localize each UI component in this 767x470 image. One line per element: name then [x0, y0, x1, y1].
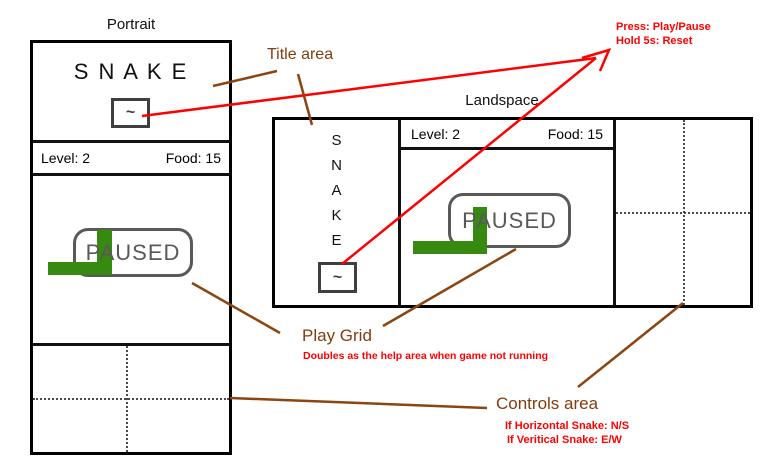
portrait-controls-area — [33, 346, 229, 452]
landscape-play-grid: PAUSED — [401, 153, 613, 305]
landscape-controls-area — [613, 120, 750, 305]
landscape-game-title: S N A K E — [275, 132, 398, 249]
portrait-status-bar: Level: 2 Food: 15 — [33, 143, 229, 173]
portrait-device-frame: S N A K E ~ Level: 2 Food: 15 PAUSED — [30, 40, 232, 455]
portrait-divider-2 — [33, 173, 229, 176]
portrait-power-button-icon: ~ — [111, 98, 150, 128]
portrait-food-value: Food: 15 — [165, 150, 221, 166]
landscape-controls-horizontal-dotted-line — [616, 212, 750, 214]
tilde-symbol: ~ — [125, 104, 136, 121]
brown-line-controls-to-landscape — [577, 302, 684, 388]
landscape-middle-column: Level: 2 Food: 15 PAUSED — [401, 120, 613, 305]
portrait-divider-1 — [33, 140, 229, 143]
portrait-level-value: Level: 2 — [41, 150, 91, 166]
portrait-play-grid: PAUSED — [33, 176, 229, 343]
letter-a: A — [331, 182, 342, 199]
title-area-annotation: Title area — [267, 46, 334, 63]
power-button-note-line2: Hold 5s: Reset — [616, 35, 693, 47]
portrait-paused-label: PAUSED — [85, 239, 181, 265]
letter-k: K — [331, 207, 342, 224]
brown-line-controls-to-portrait — [229, 396, 488, 410]
controls-area-note-line1: If Horizontal Snake: N/S — [505, 420, 630, 432]
landscape-food-value: Food: 15 — [547, 125, 603, 142]
controls-area-note-line2: If Veritical Snake: E/W — [507, 434, 622, 446]
power-button-note-line1: Press: Play/Pause — [616, 21, 711, 33]
landscape-label: Landspace — [465, 92, 539, 109]
portrait-label: Portrait — [106, 16, 156, 33]
power-button-note: Press: Play/Pause Hold 5s: Reset — [616, 20, 711, 48]
portrait-title-area: S N A K E ~ — [33, 43, 229, 140]
tilde-symbol: ~ — [332, 268, 343, 286]
portrait-divider-3 — [33, 343, 229, 346]
landscape-device-frame: S N A K E ~ Level: 2 Food: 15 PAUSED — [272, 117, 753, 308]
controls-area-annotation: Controls area — [496, 394, 599, 413]
landscape-level-value: Level: 2 — [411, 125, 461, 142]
letter-n: N — [331, 157, 342, 174]
play-grid-annotation: Play Grid — [302, 326, 372, 345]
portrait-snake-segment-horizontal — [48, 262, 112, 275]
portrait-paused-overlay — [73, 228, 193, 277]
landscape-title-area: S N A K E ~ — [275, 120, 401, 305]
landscape-power-button-icon: ~ — [318, 262, 357, 293]
letter-e: E — [331, 232, 342, 249]
landscape-paused-label: PAUSED — [462, 207, 557, 233]
portrait-controls-horizontal-dotted-line — [33, 398, 229, 400]
play-grid-note: Doubles as the help area when game not r… — [303, 350, 549, 362]
red-arrowhead-icon — [581, 48, 612, 72]
letter-s: S — [331, 132, 342, 149]
portrait-game-title: S N A K E — [73, 59, 189, 84]
landscape-status-bar: Level: 2 Food: 15 — [401, 120, 613, 150]
